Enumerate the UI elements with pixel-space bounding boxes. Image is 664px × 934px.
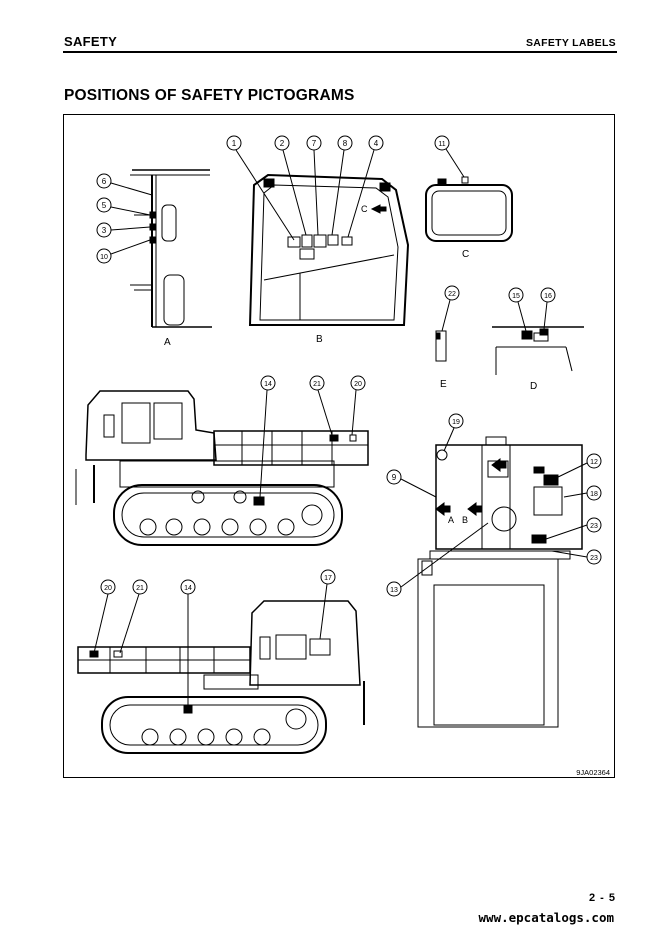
callout-13: 13 <box>390 587 398 594</box>
callout-4: 4 <box>374 139 379 148</box>
callout-23-upper: 23 <box>590 523 598 530</box>
arrow-label-a: A <box>448 515 454 525</box>
callout-20-top: 20 <box>354 381 362 388</box>
callouts-view-a <box>96 173 153 264</box>
view-d-panel <box>492 326 584 375</box>
section-title: SAFETY <box>64 34 118 49</box>
safety-pictogram-figure: A 6 5 3 10 C B 1 2 7 8 4 <box>63 114 615 778</box>
header-rule <box>63 51 617 53</box>
callout-3: 3 <box>102 226 107 235</box>
view-label-c: C <box>462 249 469 260</box>
callout-15: 15 <box>512 293 520 300</box>
view-label-d: D <box>530 381 537 392</box>
carrier-top-view <box>417 436 583 728</box>
callout-7: 7 <box>312 139 317 148</box>
callout-22: 22 <box>448 291 456 298</box>
callout-16: 16 <box>544 293 552 300</box>
callout-2: 2 <box>280 139 285 148</box>
carrier-side-view-left <box>75 390 369 546</box>
view-b-cab-interior <box>248 173 410 326</box>
view-e-panel <box>435 330 447 362</box>
figure-code: 9JA02364 <box>576 768 610 777</box>
callouts-view-b <box>226 135 384 241</box>
callout-14-bottom: 14 <box>184 585 192 592</box>
callout-5: 5 <box>102 201 107 210</box>
callout-10: 10 <box>100 254 108 261</box>
arrow-label-b: B <box>462 515 468 525</box>
callout-21-top: 21 <box>313 381 321 388</box>
callout-18: 18 <box>590 491 598 498</box>
subsection-title: SAFETY LABELS <box>525 37 616 49</box>
callout-9: 9 <box>392 473 397 482</box>
callout-1: 1 <box>232 139 237 148</box>
callout-17: 17 <box>324 575 332 582</box>
arrow-label-c: C <box>361 204 368 214</box>
carrier-side-view-right <box>77 600 365 754</box>
callout-23-lower: 23 <box>590 555 598 562</box>
view-label-e: E <box>440 379 447 390</box>
callout-circle-11 <box>434 135 450 151</box>
callout-19: 19 <box>452 419 460 426</box>
callout-12: 12 <box>590 459 598 466</box>
page-number: 2 - 5 <box>588 892 616 904</box>
callout-21-bottom: 21 <box>136 585 144 592</box>
callout-6: 6 <box>102 177 107 186</box>
callout-11: 11 <box>438 141 445 148</box>
callout-20-bottom: 20 <box>104 585 112 592</box>
view-label-a: A <box>164 337 171 348</box>
view-a-cab-side <box>130 169 212 328</box>
callout-8: 8 <box>343 139 348 148</box>
callout-14-top: 14 <box>264 381 272 388</box>
view-label-b: B <box>316 334 323 345</box>
watermark-site: www.epcatalogs.com <box>478 910 614 925</box>
page-title: POSITIONS OF SAFETY PICTOGRAMS <box>64 87 355 104</box>
view-c-window <box>425 176 513 242</box>
